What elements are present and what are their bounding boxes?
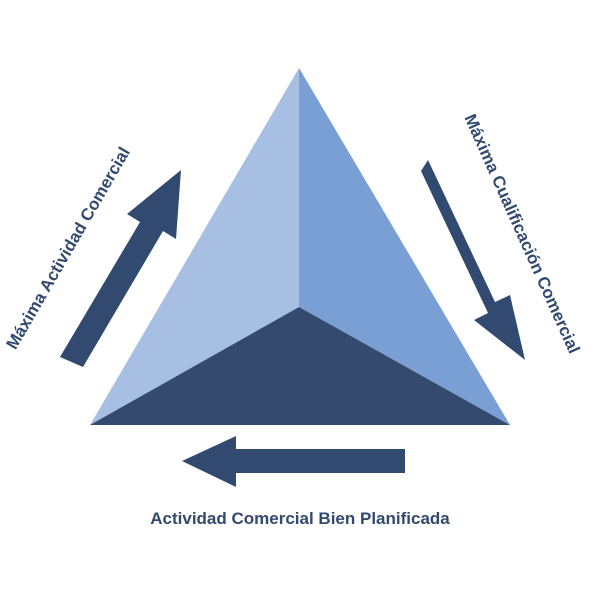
bottom-label: Actividad Comercial Bien Planificada (150, 509, 450, 528)
bottom-arrow (182, 436, 405, 487)
triangle-bottom-face (90, 307, 510, 425)
left-label: Máxima Actividad Comercial (3, 144, 134, 353)
triangle-left-face (90, 68, 299, 425)
triangle-right-face (299, 68, 510, 425)
left-arrow (60, 170, 181, 367)
right-arrow (421, 160, 525, 360)
